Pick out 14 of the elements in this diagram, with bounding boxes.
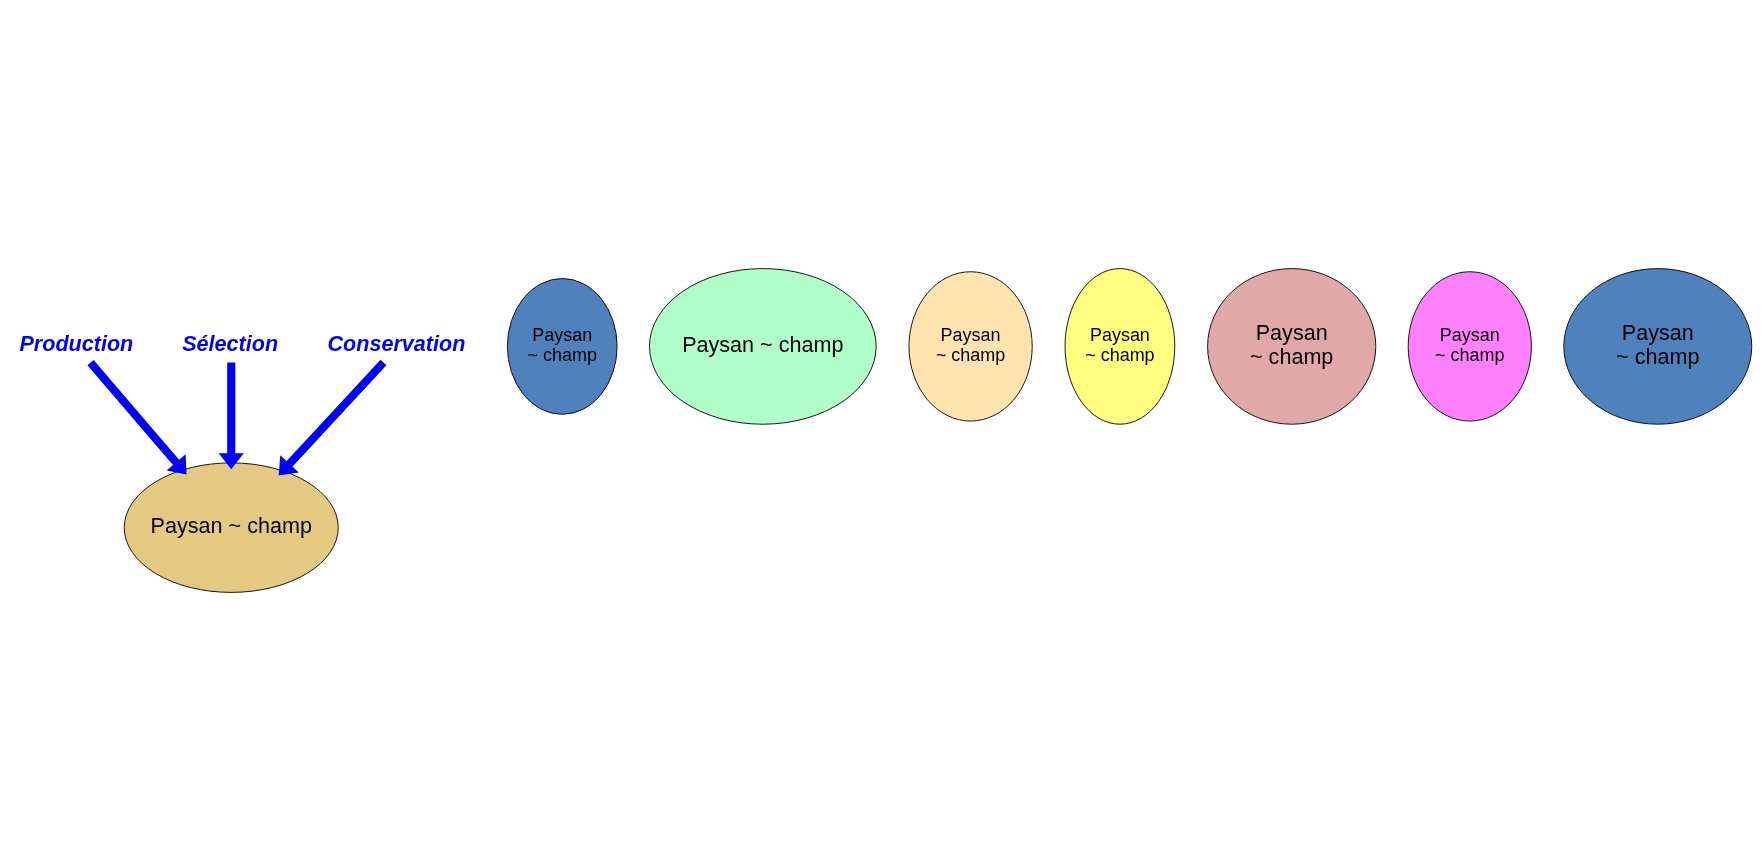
node-text: Sélection bbox=[182, 330, 279, 356]
node-ellipse: Paysan ~ champ bbox=[1064, 267, 1176, 425]
node-text: Production bbox=[19, 330, 134, 356]
node-ellipse: Paysan ~ champ bbox=[908, 270, 1033, 421]
arrow bbox=[87, 359, 187, 475]
node-ellipse: Paysan ~ champ bbox=[1563, 267, 1753, 425]
node-circle: Paysan ~ champ bbox=[1207, 267, 1377, 425]
node-ellipse: Paysan ~ champ bbox=[506, 277, 618, 415]
arrow bbox=[278, 359, 387, 476]
node-ellipse: Paysan ~ champ bbox=[1407, 270, 1532, 421]
node-text: Conservation bbox=[327, 330, 466, 356]
node-ellipse: Paysan ~ champ bbox=[123, 461, 339, 593]
arrow bbox=[218, 362, 244, 469]
node-ellipse: Paysan ~ champ bbox=[649, 267, 877, 425]
